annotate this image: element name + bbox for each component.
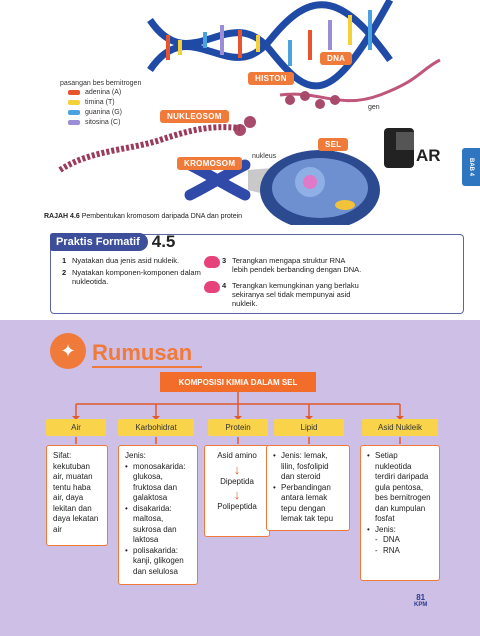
card-lipid: Jenis: lemak, lilin, fosfolipid dan ster… (266, 445, 350, 531)
label-gen: gen (368, 104, 380, 111)
label-nukleus: nukleus (252, 153, 277, 160)
card-asid-nukleik: Setiap nukleotida terdiri daripada gula … (360, 445, 440, 581)
label-nukleosom: NUKLEOSOM (160, 110, 229, 123)
histone-clusters (234, 91, 340, 136)
card-protein: Asid amino ↓ Dipeptida ↓ Polipeptida (204, 445, 270, 537)
dna-helix (147, 0, 394, 90)
list-item: DNA (375, 535, 433, 546)
category-air: Air (46, 419, 106, 436)
list-item: RNA (375, 546, 433, 557)
ar-label: AR (416, 146, 441, 165)
label-dna: DNA (320, 52, 353, 65)
praktis-number: 4.5 (151, 232, 176, 251)
legend-item: sitosina (C) (68, 117, 141, 127)
list-item: Jenis: (367, 525, 433, 536)
page-number: 81 (416, 593, 426, 602)
arrow-down-icon: ↓ (233, 461, 241, 477)
hots-brain-icon (204, 281, 220, 293)
dna-chromosome-illustration (58, 0, 441, 225)
label-histon: HISTON (248, 72, 294, 85)
legend-title: pasangan bes bernitrogen (60, 80, 142, 87)
concept-connectors (72, 392, 404, 444)
legend-swatch (68, 119, 80, 125)
praktis-label: Praktis Formatif (50, 233, 148, 251)
rumusan-underline (92, 366, 202, 368)
rumusan-title: Rumusan (92, 340, 193, 365)
lightbulb-icon: ✦ (50, 333, 86, 369)
legend-swatch (68, 99, 80, 105)
dna-figure: DNA HISTON gen NUKLEOSOM SEL KROMOSOM nu… (0, 0, 480, 225)
list-item: monosakarida: glukosa, fruktosa dan gala… (125, 462, 191, 504)
praktis-formatif-header: Praktis Formatif 4.5 (50, 232, 175, 252)
cell-illustration (260, 150, 380, 225)
legend-item: adenina (A) (68, 87, 141, 97)
list-item: Jenis: lemak, lilin, fosfolipid dan ster… (273, 451, 343, 483)
legend-swatch (68, 109, 80, 115)
category-asid-nukleik: Asid Nukleik (362, 419, 438, 436)
category-karbohidrat: Karbohidrat (118, 419, 194, 436)
list-item: disakarida: maltosa, sukrosa dan laktosa (125, 504, 191, 546)
publisher-logo: KPM (414, 602, 428, 608)
arrow-down-icon: ↓ (233, 487, 241, 502)
list-item: Perbandingan antara lemak tepu dengan le… (273, 483, 343, 525)
praktis-formatif-box (50, 234, 464, 314)
main-concept-box: KOMPOSISI KIMIA DALAM SEL (160, 372, 316, 392)
category-lipid: Lipid (274, 419, 344, 436)
chapter-side-tab: BAB 4 (462, 148, 480, 186)
hots-brain-icon (204, 256, 220, 268)
base-pair-legend: pasangan bes bernitrogen adenina (A) tim… (60, 80, 141, 127)
list-item: Setiap nukleotida terdiri daripada gula … (367, 451, 433, 525)
category-protein: Protein (208, 419, 268, 436)
card-air: Sifat: kekutuban air, muatan tentu haba … (46, 445, 108, 546)
card-karbohidrat: Jenis: monosakarida: glukosa, fruktosa d… (118, 445, 198, 585)
nucleosome-coil (58, 124, 241, 173)
label-sel: SEL (318, 138, 349, 151)
ar-device-icon (384, 128, 414, 168)
label-kromosom: KROMOSOM (177, 157, 243, 170)
legend-item: timina (T) (68, 97, 141, 107)
legend-item: guanina (G) (68, 107, 141, 117)
page-number-badge: 81 KPM (414, 593, 427, 608)
list-item: polisakarida: kanji, glikogen dan selulo… (125, 546, 191, 578)
legend-swatch (68, 89, 80, 95)
figure-caption: RAJAH 4.6 Pembentukan kromosom daripada … (44, 213, 243, 220)
